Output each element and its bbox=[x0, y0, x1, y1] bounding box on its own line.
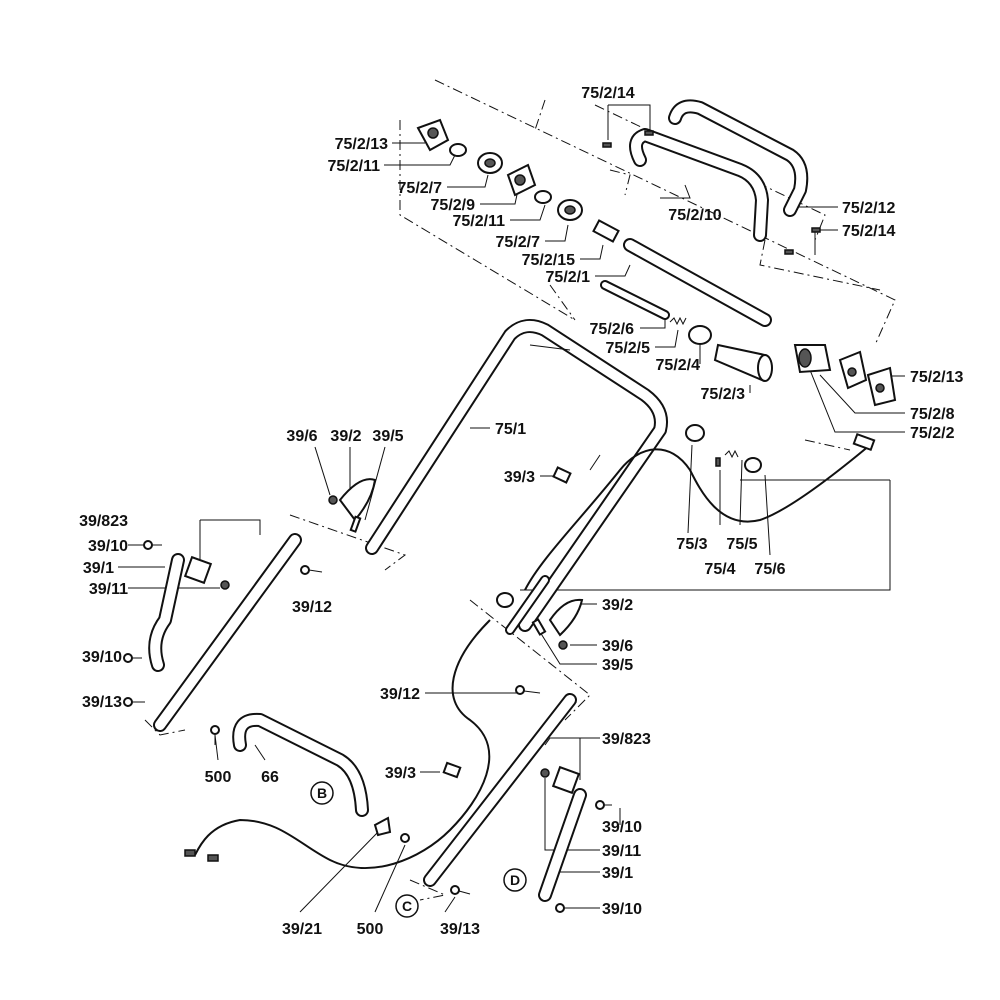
label-39-10-c: 39/10 bbox=[602, 819, 642, 836]
label-39-2-right: 39/2 bbox=[602, 597, 633, 614]
label-75-2-9: 75/2/9 bbox=[431, 197, 476, 214]
label-39-11-right: 39/11 bbox=[602, 843, 641, 860]
height-lever-top bbox=[328, 478, 377, 533]
label-75-2-5: 75/2/5 bbox=[606, 340, 651, 357]
label-75-2-11-a: 75/2/11 bbox=[328, 158, 381, 175]
height-lever-right bbox=[496, 575, 584, 650]
label-39-823-right: 39/823 bbox=[602, 731, 651, 748]
bail-66 bbox=[210, 712, 410, 843]
label-39-5-right: 39/5 bbox=[602, 657, 633, 674]
label-75-2-13-left: 75/2/13 bbox=[335, 136, 388, 153]
label-75-3: 75/3 bbox=[676, 536, 707, 553]
marker-c: C bbox=[395, 894, 419, 918]
assembly-outlines bbox=[144, 79, 896, 901]
label-39-10-a: 39/10 bbox=[88, 538, 128, 555]
label-75-2-12: 75/2/12 bbox=[842, 200, 895, 217]
label-39-1-left: 39/1 bbox=[83, 560, 114, 577]
label-75-2-4: 75/2/4 bbox=[656, 357, 701, 374]
label-75-5: 75/5 bbox=[726, 536, 757, 553]
label-39-10-d: 39/10 bbox=[602, 901, 642, 918]
label-75-2-11-b: 75/2/11 bbox=[453, 213, 506, 230]
label-39-1-right: 39/1 bbox=[602, 865, 633, 882]
top-small-parts bbox=[416, 118, 897, 407]
label-39-823-left: 39/823 bbox=[79, 513, 128, 530]
control-tube bbox=[600, 238, 772, 327]
svg-text:B: B bbox=[317, 785, 327, 801]
label-39-5-top: 39/5 bbox=[372, 428, 403, 445]
label-39-12-mid: 39/12 bbox=[380, 686, 420, 703]
label-39-10-b: 39/10 bbox=[82, 649, 122, 666]
label-39-11-left: 39/11 bbox=[89, 581, 128, 598]
upper-handle-frame bbox=[365, 319, 668, 632]
label-39-6-top: 39/6 bbox=[286, 428, 317, 445]
label-39-13-bottom: 39/13 bbox=[440, 921, 480, 938]
label-39-6-right: 39/6 bbox=[602, 638, 633, 655]
part-labels: 75/2/14 75/2/13 75/2/11 75/2/7 75/2/9 75… bbox=[79, 85, 963, 938]
label-75-2-7-b: 75/2/7 bbox=[496, 234, 541, 251]
label-39-13-left: 39/13 bbox=[82, 694, 122, 711]
label-75-2-14-top: 75/2/14 bbox=[581, 85, 634, 102]
label-66: 66 bbox=[261, 769, 279, 786]
marker-d: D bbox=[503, 868, 527, 892]
label-39-12-left: 39/12 bbox=[292, 599, 332, 616]
left-lower-frame bbox=[123, 533, 323, 732]
label-75-2-1: 75/2/1 bbox=[546, 269, 591, 286]
label-39-3-bottom: 39/3 bbox=[385, 765, 416, 782]
label-75-6: 75/6 bbox=[754, 561, 785, 578]
svg-text:C: C bbox=[402, 898, 412, 914]
right-lower-frame bbox=[423, 685, 612, 913]
label-75-2-6: 75/2/6 bbox=[590, 321, 635, 338]
label-75-2-2: 75/2/2 bbox=[910, 425, 955, 442]
label-39-2-top: 39/2 bbox=[330, 428, 361, 445]
label-500-a: 500 bbox=[205, 769, 232, 786]
label-75-2-3: 75/2/3 bbox=[701, 386, 746, 403]
label-75-2-10: 75/2/10 bbox=[668, 207, 721, 224]
center-cable bbox=[184, 619, 491, 869]
label-75-2-13-right: 75/2/13 bbox=[910, 369, 963, 386]
circled-markers: B C D bbox=[310, 781, 527, 918]
bail-bar bbox=[629, 99, 809, 242]
label-75-2-7-a: 75/2/7 bbox=[398, 180, 443, 197]
label-500-b: 500 bbox=[357, 921, 384, 938]
svg-text:D: D bbox=[510, 872, 520, 888]
brake-cable bbox=[524, 424, 876, 591]
label-75-2-14-right: 75/2/14 bbox=[842, 223, 895, 240]
leader-lines bbox=[118, 104, 905, 913]
label-75-2-8: 75/2/8 bbox=[910, 406, 955, 423]
label-75-4: 75/4 bbox=[704, 561, 735, 578]
label-39-21: 39/21 bbox=[282, 921, 322, 938]
marker-b: B bbox=[310, 781, 334, 805]
label-75-1: 75/1 bbox=[495, 421, 526, 438]
label-75-2-15: 75/2/15 bbox=[522, 252, 575, 269]
label-39-3-top: 39/3 bbox=[504, 469, 535, 486]
